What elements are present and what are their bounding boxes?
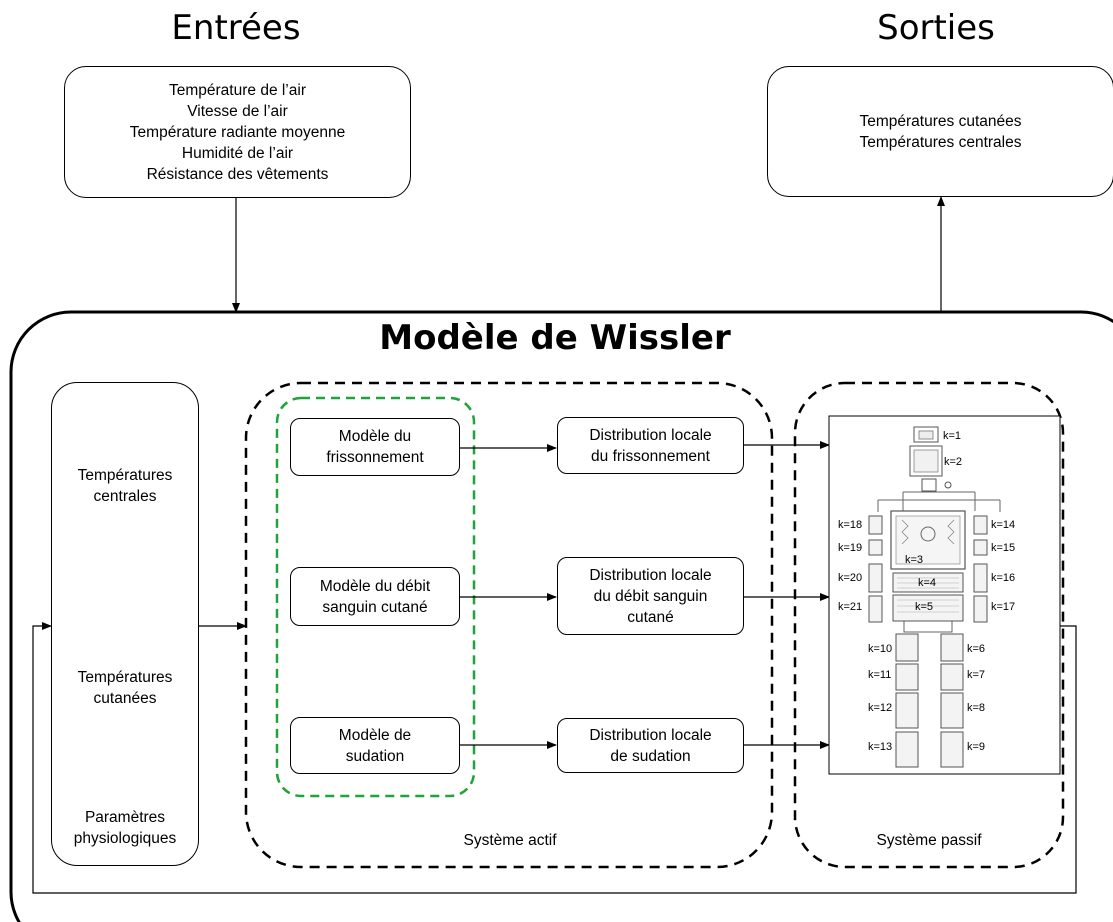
shivering-model-box: Modèle du frissonnement: [290, 418, 460, 476]
segment-left-foot: [895, 731, 919, 768]
segment-label: k=16: [991, 572, 1015, 584]
blood-flow-model-box: Modèle du débit sanguin cutané: [290, 567, 460, 626]
segment-label: k=4: [918, 577, 936, 589]
output-skin-temperatures: Températures cutanées: [859, 112, 1022, 130]
segment-label: k=5: [915, 601, 933, 613]
inputs-box: Température de l’air Vitesse de l’air Te…: [64, 66, 411, 198]
output-core-temperatures: Températures centrales: [859, 133, 1022, 151]
feedback-loop: [32, 622, 1077, 894]
panel-skin-temperatures: Températures cutanées: [77, 669, 173, 707]
sweating-distribution-box: Distribution locale de sudation: [557, 718, 744, 773]
passive-system-region: [793, 381, 1065, 869]
segment-left-upper-arm: [868, 515, 883, 535]
input-clothing-resistance: Résistance des vêtements: [146, 165, 329, 183]
segment-right-upper-arm: [973, 515, 988, 535]
input-mean-radiant-temperature: Température radiante moyenne: [129, 123, 346, 141]
segment-left-thigh: [895, 633, 919, 662]
segment-right-foot: [940, 731, 964, 768]
segment-label: k=10: [868, 643, 892, 655]
segment-label: k=11: [868, 669, 891, 681]
panel-physiological-parameters: Paramètres physiologiques: [73, 809, 177, 847]
segment-label: k=2: [944, 456, 962, 468]
segment-label: k=15: [991, 542, 1015, 554]
segment-label: k=9: [967, 741, 985, 753]
segment-label: k=3: [905, 554, 923, 566]
input-air-velocity: Vitesse de l’air: [187, 102, 288, 120]
segment-left-forearm: [868, 563, 883, 593]
segment-label: k=13: [868, 741, 892, 753]
segment-label: k=18: [838, 519, 862, 531]
segment-label: k=14: [991, 519, 1015, 531]
segment-left-calf: [895, 692, 919, 729]
segment-right-thigh: [940, 633, 964, 662]
panel-central-temperatures: Températures centrales: [77, 467, 173, 505]
segment-label: k=8: [967, 702, 985, 714]
segment-label: k=6: [967, 643, 985, 655]
segment-label: k=17: [991, 601, 1015, 613]
segment-label: k=21: [838, 601, 862, 613]
segment-pelvis: [892, 594, 964, 622]
segment-left-hand: [868, 595, 883, 623]
input-air-humidity: Humidité de l’air: [181, 144, 294, 162]
active-system-label: Système actif: [463, 832, 557, 849]
segment-label: k=1: [943, 430, 961, 442]
segment-right-hand: [973, 595, 988, 623]
segment-label: k=20: [838, 572, 862, 584]
outputs-box: Températures cutanées Températures centr…: [767, 66, 1113, 197]
blood-flow-distribution-box: Distribution locale du débit sanguin cut…: [557, 557, 744, 635]
segment-label: k=19: [838, 542, 862, 554]
state-variables-panel: [51, 382, 199, 866]
shivering-distribution-box: Distribution locale du frissonnement: [557, 417, 744, 474]
body-segment-diagram: k=1 k=2 k=3 k=4 k=5 k=6 k=7 k=8 k=9 k=10…: [828, 415, 1061, 775]
model-title: Modèle de Wissler: [379, 318, 731, 358]
segment-label: k=7: [967, 669, 985, 681]
inputs-heading: Entrées: [171, 8, 301, 48]
segment-right-calf: [940, 692, 964, 729]
segment-label: k=12: [868, 702, 892, 714]
wissler-model-frame: [9, 310, 1113, 922]
passive-system-label: Système passif: [876, 832, 982, 849]
segment-right-forearm: [973, 563, 988, 593]
sweating-model-box: Modèle de sudation: [290, 717, 460, 774]
outputs-heading: Sorties: [877, 8, 995, 48]
input-air-temperature: Température de l’air: [169, 81, 306, 99]
